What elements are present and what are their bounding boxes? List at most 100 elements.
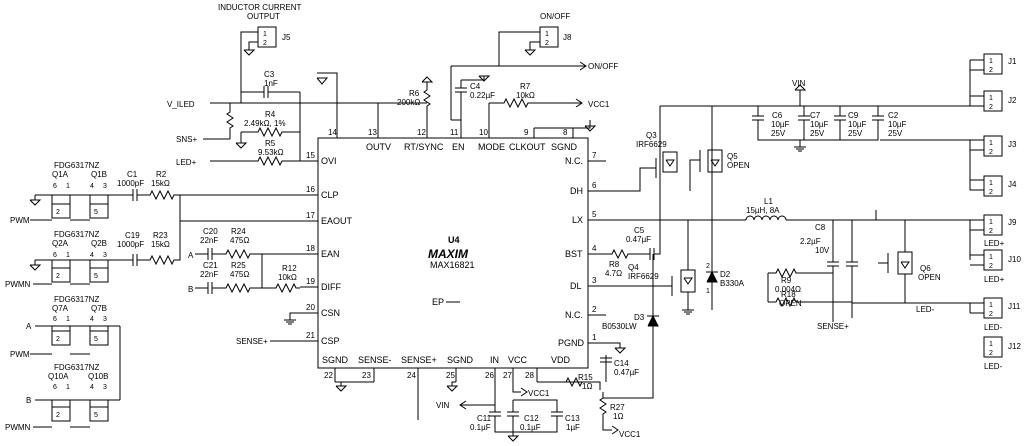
c12-ref: C12 [524, 414, 539, 423]
right-connectors: 12 J1 12 J2 12 J3 12 J4 12 J9 LED+ 12 J1… [880, 53, 1021, 371]
svg-text:1: 1 [989, 302, 993, 309]
l1-ref: L1 [764, 197, 773, 206]
pin-name-outv: OUTV [366, 142, 391, 152]
q1a-ref: Q1A [52, 170, 69, 179]
q1b-ref: Q1B [91, 170, 107, 179]
j11-led-label: LED- [984, 323, 1003, 332]
b-label-mid: B [188, 285, 193, 294]
pin-name-diff: DIFF [321, 282, 341, 292]
c20-value: 22nF [200, 236, 218, 245]
d3-value: B0530LW [602, 322, 637, 331]
pwmn-label-2: PWMN [5, 423, 31, 432]
svg-text:2: 2 [989, 149, 993, 156]
input-caps: C6 10µF 25V C7 10µF 25V C9 10µF 25V C2 1… [752, 106, 907, 152]
j10-connector [983, 249, 1003, 271]
on-off-top-label: ON/OFF [540, 12, 570, 21]
j9-ref: J9 [1008, 218, 1017, 227]
vin-bottom-label: VIN [436, 401, 450, 410]
q5-value: OPEN [727, 161, 750, 170]
pin-name-dh: DH [570, 186, 583, 196]
pin-num-28: 28 [525, 371, 534, 380]
r24-value: 475Ω [230, 236, 249, 245]
r27-value: 1Ω [613, 412, 623, 421]
pin-num-17: 17 [306, 211, 315, 220]
svg-text:6: 6 [53, 252, 57, 259]
svg-text:4: 4 [90, 183, 94, 190]
c9-ref: C9 [848, 111, 859, 120]
r9-ref: R9 [781, 276, 792, 285]
j11-ref: J11 [1008, 302, 1021, 311]
j8-pin-2: 2 [545, 40, 549, 47]
pin-name-eaout: EAOUT [321, 216, 353, 226]
j9-connector [983, 214, 1003, 236]
pin-name-sgnd-25: SGND [447, 355, 474, 365]
svg-text:2: 2 [989, 350, 993, 357]
pin-num-2: 2 [592, 305, 597, 314]
j10-led-label: LED+ [984, 275, 1005, 284]
r5-value: 9.53kΩ [258, 148, 284, 157]
j1-ref: J1 [1008, 57, 1017, 66]
pin-name-nc-7: N.C. [565, 156, 583, 166]
c20-ref: C20 [203, 227, 218, 236]
c11-ref: C11 [477, 414, 492, 423]
svg-text:3: 3 [103, 384, 107, 391]
svg-text:5: 5 [94, 412, 98, 419]
pin-name-sense-minus: SENSE- [358, 355, 392, 365]
j8-ref: J8 [563, 33, 572, 42]
svg-text:1: 1 [706, 288, 710, 295]
svg-text:6: 6 [53, 384, 57, 391]
c1-value: 1000pF [117, 179, 144, 188]
pin-num-26: 26 [485, 371, 494, 380]
svg-text:1: 1 [66, 316, 70, 323]
j5-pin-1: 1 [263, 31, 267, 38]
q7-part: FDG6317NZ [54, 295, 99, 304]
svg-text:2: 2 [56, 336, 60, 343]
c9-value-1: 10µF [848, 120, 867, 129]
pin-name-en: EN [452, 142, 465, 152]
c7-ref: C7 [810, 111, 821, 120]
pin-name-ean: EAN [321, 249, 340, 259]
svg-text:5: 5 [94, 336, 98, 343]
pin-name-csp: CSP [321, 336, 340, 346]
c2-value-1: 10µF [888, 120, 907, 129]
c21-ref: C21 [203, 261, 218, 270]
svg-text:6: 6 [53, 316, 57, 323]
c5-ref: C5 [634, 226, 645, 235]
r6-ref: R6 [409, 89, 420, 98]
svg-text:5: 5 [94, 273, 98, 280]
q3-part: IRF6629 [636, 140, 667, 149]
r7-ref: R7 [520, 82, 531, 91]
q7a-ref: Q7A [52, 304, 69, 313]
svg-text:3: 3 [103, 316, 107, 323]
c9-value-2: 25V [848, 129, 863, 138]
r24-ref: R24 [231, 227, 246, 236]
j8-connector [539, 26, 559, 48]
sense-plus-right-label: SENSE+ [817, 322, 849, 331]
q3-ref: Q3 [646, 131, 657, 140]
j9-led-label: LED+ [984, 239, 1005, 248]
c7-value-1: 10µF [810, 120, 829, 129]
pin-num-7: 7 [592, 151, 597, 160]
svg-text:2: 2 [56, 209, 60, 216]
r4-ref: R4 [265, 110, 276, 119]
a-label-mid: A [188, 251, 194, 260]
j5-connector [257, 26, 277, 48]
c1-ref: C1 [127, 170, 138, 179]
d2-ref: D2 [720, 270, 731, 279]
pin-name-rtsync: RT/SYNC [404, 142, 444, 152]
c2-value-2: 25V [888, 129, 903, 138]
svg-text:2: 2 [989, 67, 993, 74]
pin-name-bst: BST [565, 249, 583, 259]
pin-name-in: IN [490, 355, 499, 365]
j12-led-label: LED- [984, 362, 1003, 371]
q7b-ref: Q7B [91, 304, 107, 313]
q4-ref: Q4 [628, 263, 639, 272]
c3-value: 1nF [264, 79, 278, 88]
svg-text:1: 1 [66, 384, 70, 391]
inductor-current-label: INDUCTOR CURRENT [218, 3, 302, 12]
c11-value: 0.1µF [470, 423, 491, 432]
svg-text:5: 5 [94, 209, 98, 216]
output-label: OUTPUT [247, 12, 280, 21]
